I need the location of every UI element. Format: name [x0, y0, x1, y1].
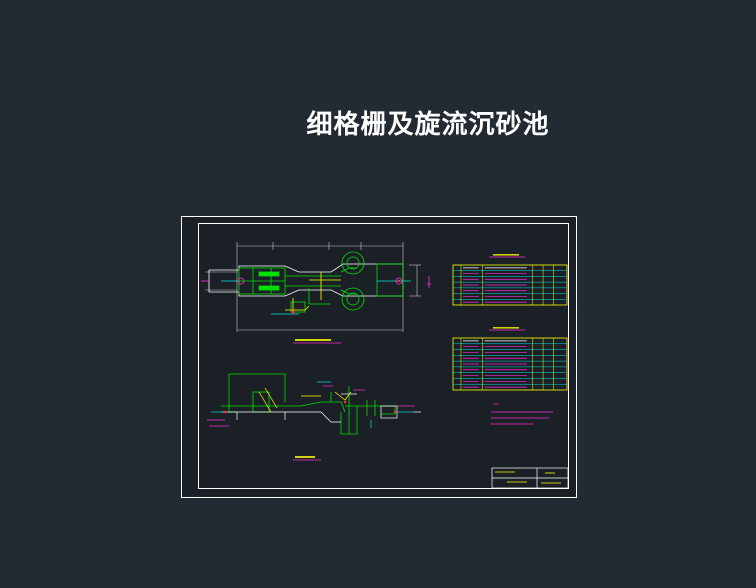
title-block — [491, 467, 569, 489]
parts-table-1 — [452, 254, 568, 306]
parts-table-2 — [452, 327, 568, 391]
sheet-outer-border — [181, 216, 577, 498]
cad-drawing-sheet — [181, 216, 577, 498]
plan-view — [201, 242, 431, 344]
page-title: 细格栅及旋流沉砂池 — [306, 110, 550, 140]
sheet-inner-border — [198, 223, 569, 489]
drawing-notes — [491, 403, 553, 425]
section-view — [207, 373, 421, 461]
